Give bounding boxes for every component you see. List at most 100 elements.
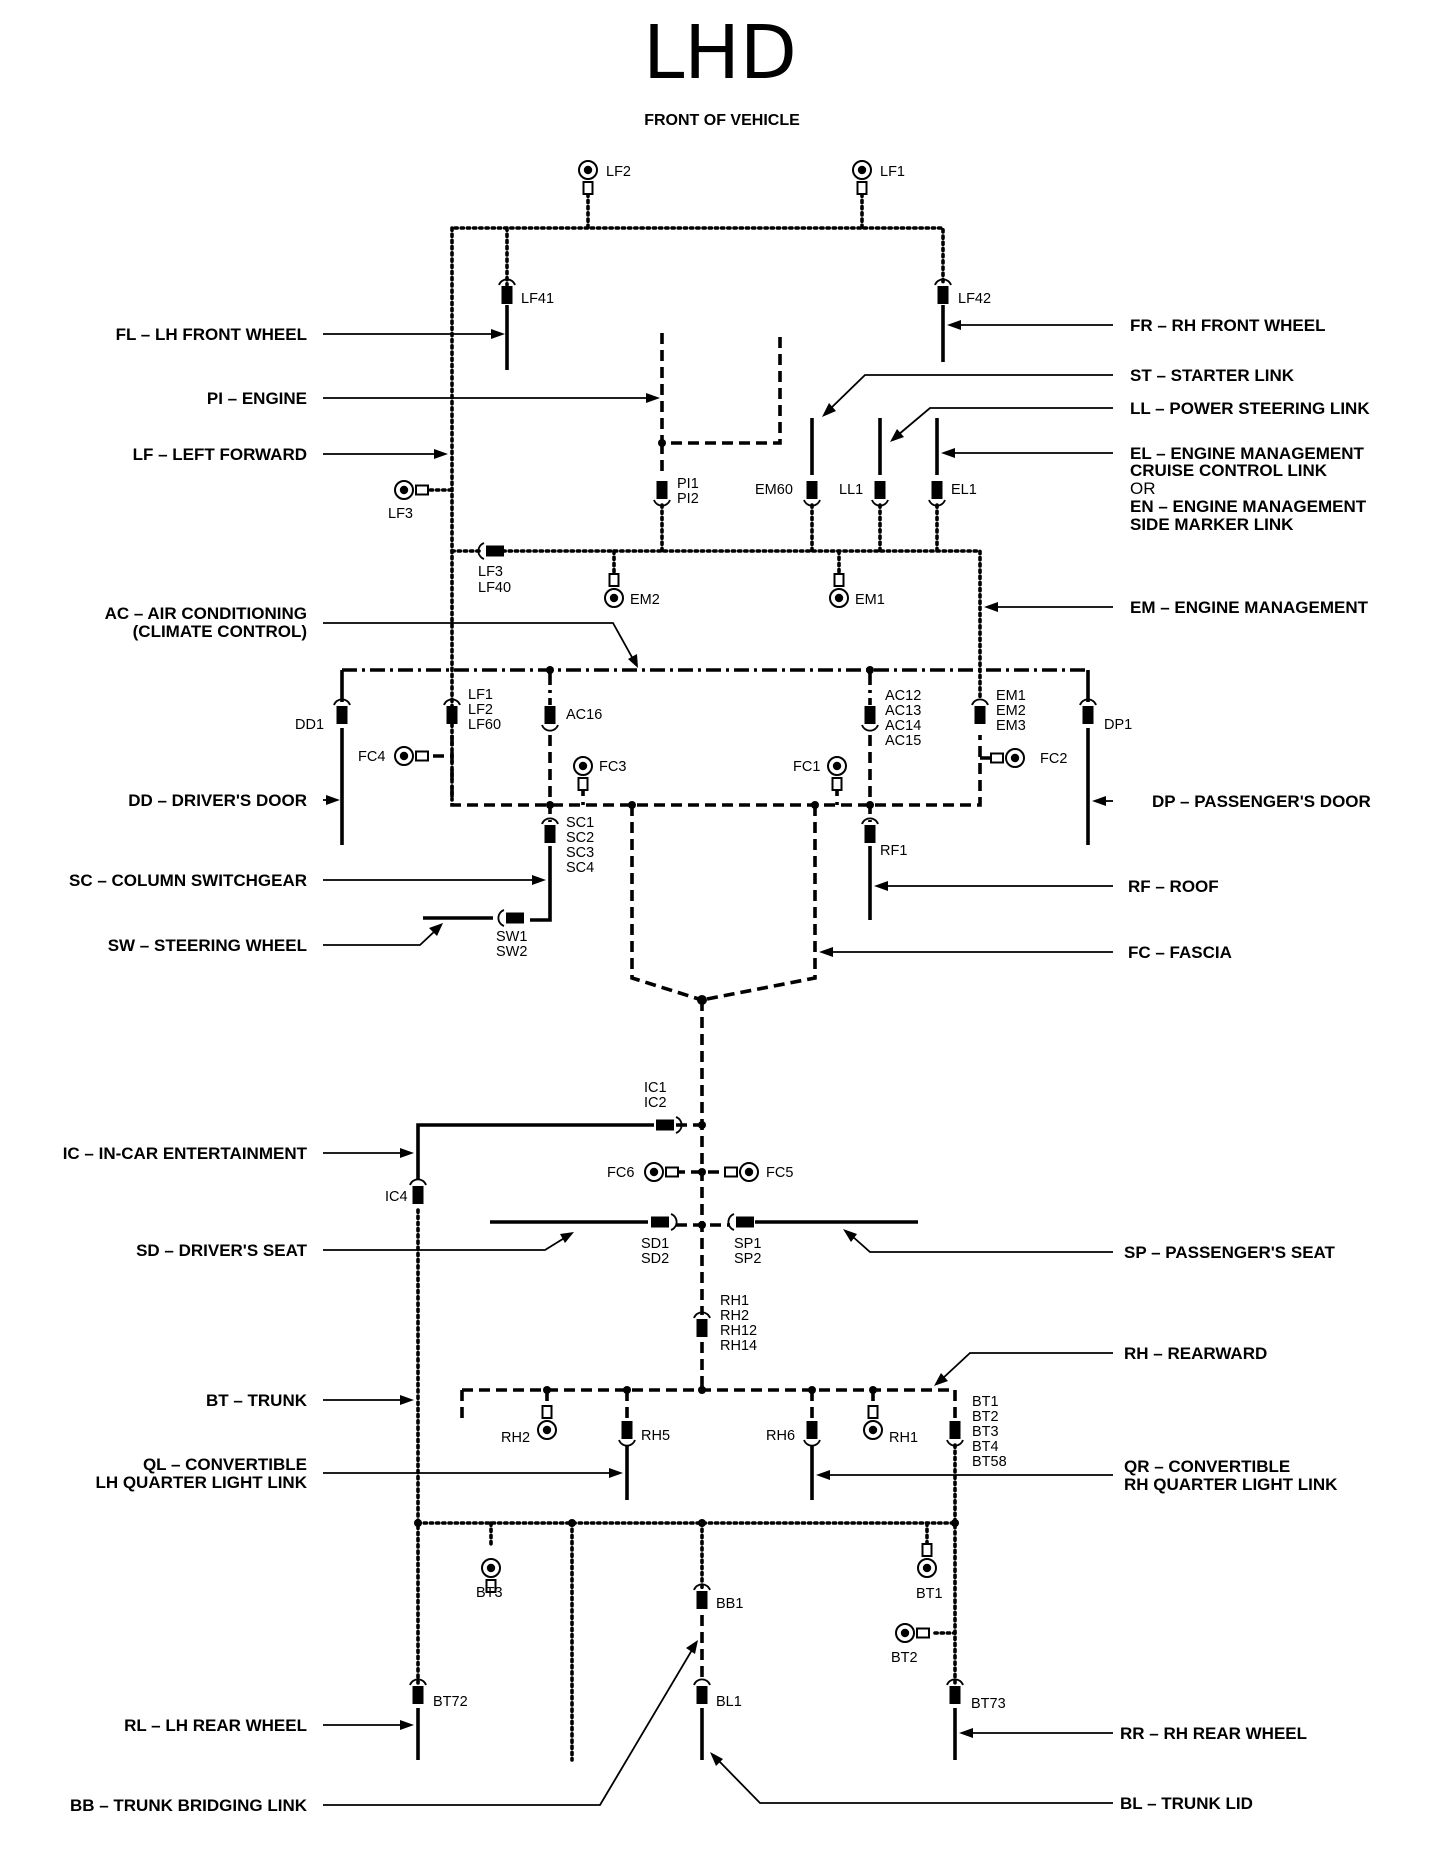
ground-fc1 [827, 756, 847, 791]
code-label: BT73 [971, 1696, 1006, 1712]
junction-dot [698, 1386, 706, 1394]
code-label: LF60 [468, 717, 501, 733]
code-label: AC14 [885, 718, 921, 734]
arrow-sd [323, 1236, 567, 1251]
code-label: SD2 [641, 1251, 669, 1267]
harness-labels-left: FL – LH FRONT WHEEL PI – ENGINE LF – LEF… [63, 325, 308, 1815]
connector-pi1 [653, 480, 671, 507]
wire-lines [340, 186, 1090, 1762]
code-label: DD1 [295, 717, 324, 733]
code-label: EM60 [755, 482, 793, 498]
code-label: FC4 [358, 749, 385, 765]
junction-dot [658, 439, 666, 447]
junction-dot [414, 1519, 422, 1527]
label-bt: BT – TRUNK [206, 1391, 308, 1410]
code-label: EM3 [996, 718, 1026, 734]
pi-engine-wire [660, 333, 782, 445]
ground-lf1 [852, 160, 872, 195]
label-rr: RR – RH REAR WHEEL [1120, 1724, 1307, 1743]
ground-lf3 [394, 480, 429, 500]
ground-points [394, 160, 1025, 1643]
code-label: SP2 [734, 1251, 761, 1267]
code-label: LF42 [958, 291, 991, 307]
harness-labels-right: FR – RH FRONT WHEEL ST – STARTER LINK LL… [1120, 316, 1371, 1813]
connector-dp1 [1079, 698, 1097, 725]
fc-left-drop [630, 805, 703, 1002]
ground-lf2 [578, 160, 598, 195]
code-label: SW1 [496, 929, 527, 945]
arrow-sp [851, 1235, 1113, 1253]
junction-dot [568, 1519, 576, 1527]
code-label: BT1 [972, 1394, 999, 1410]
connector-ll1 [871, 480, 889, 507]
code-label: SC4 [566, 860, 594, 876]
code-label: IC2 [644, 1095, 667, 1111]
connector-ac16 [541, 705, 559, 732]
code-label: RH1 [720, 1293, 749, 1309]
label-el-line1: EL – ENGINE MANAGEMENT [1130, 444, 1365, 463]
code-label: RH12 [720, 1323, 757, 1339]
label-sd: SD – DRIVER'S SEAT [136, 1241, 308, 1260]
junction-dot [869, 1386, 877, 1394]
code-label: SD1 [641, 1236, 669, 1252]
code-label: SC2 [566, 830, 594, 846]
junction-dot [546, 666, 554, 674]
label-el-line2: CRUISE CONTROL LINK [1130, 461, 1328, 480]
code-label: FC5 [766, 1165, 793, 1181]
code-label: RH2 [720, 1308, 749, 1324]
junction-dot [543, 1386, 551, 1394]
label-or: OR [1130, 479, 1156, 498]
ground-fc6 [644, 1162, 679, 1182]
label-fr: FR – RH FRONT WHEEL [1130, 316, 1326, 335]
code-label: LF3 [388, 506, 413, 522]
callout-arrows [323, 320, 1113, 1806]
code-label: BT72 [433, 1694, 468, 1710]
code-label: LF40 [478, 580, 511, 596]
label-ac-line1: AC – AIR CONDITIONING [105, 604, 307, 623]
code-label: RH2 [501, 1430, 530, 1446]
code-label: EM2 [630, 592, 660, 608]
code-label: IC4 [385, 1189, 408, 1205]
label-rf: RF – ROOF [1128, 877, 1219, 896]
label-fc: FC – FASCIA [1128, 943, 1232, 962]
ground-fc3 [573, 756, 593, 791]
connector-lf3-lf40 [477, 542, 504, 560]
code-label: FC3 [599, 759, 626, 775]
code-label: BT1 [916, 1586, 943, 1602]
label-ac-line2: (CLIMATE CONTROL) [133, 622, 307, 641]
label-sc: SC – COLUMN SWITCHGEAR [69, 871, 307, 890]
label-ql-line1: QL – CONVERTIBLE [143, 1455, 307, 1474]
junction-dot [866, 801, 874, 809]
code-label: RH1 [889, 1430, 918, 1446]
code-label: RF1 [880, 843, 907, 859]
code-label: EM1 [996, 688, 1026, 704]
junction-dot [866, 666, 874, 674]
code-label: AC12 [885, 688, 921, 704]
junction-dot [546, 801, 554, 809]
code-label: EL1 [951, 482, 977, 498]
code-label: EM2 [996, 703, 1026, 719]
sc-column-wire [530, 846, 552, 922]
junction-dot [628, 801, 636, 809]
code-label: BT3 [972, 1424, 999, 1440]
code-label: BT4 [972, 1439, 999, 1455]
connector-bl1 [693, 1678, 711, 1705]
ground-fc4 [394, 746, 429, 766]
ground-bt2 [895, 1623, 930, 1643]
arrow-ll [897, 407, 1113, 436]
label-rl: RL – LH REAR WHEEL [124, 1716, 307, 1735]
connector-rh5 [618, 1420, 636, 1447]
connector-bt1 [946, 1420, 964, 1447]
code-label: PI1 [677, 476, 699, 492]
label-ll: LL – POWER STEERING LINK [1130, 399, 1370, 418]
code-label: RH5 [641, 1428, 670, 1444]
fc-fascia-loop [450, 735, 982, 807]
junction-dot [811, 801, 819, 809]
code-label: FC2 [1040, 751, 1067, 767]
connector-sp1 [727, 1213, 754, 1231]
connector-rh6 [803, 1420, 821, 1447]
junction-dot [808, 1386, 816, 1394]
connector-sd1 [651, 1213, 678, 1231]
ground-rh1 [863, 1405, 883, 1440]
connector-rf1 [861, 817, 879, 844]
